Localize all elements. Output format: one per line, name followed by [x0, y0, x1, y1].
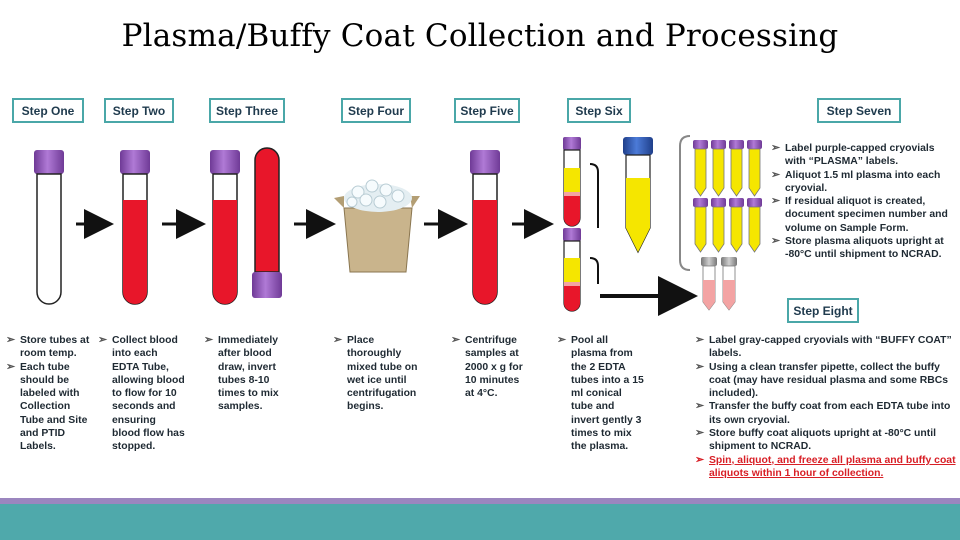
- footer-teal-bar: [0, 504, 960, 540]
- step-six-notes: Pool all plasma from the 2 EDTA tubes in…: [557, 334, 645, 454]
- note-bullet: Aliquot 1.5 ml plasma into each cryovial…: [771, 169, 953, 196]
- note-bullet: Label gray-capped cryovials with “BUFFY …: [695, 334, 957, 361]
- step-eight-notes: Label gray-capped cryovials with “BUFFY …: [695, 334, 957, 480]
- step-four-notes: Place thoroughly mixed tube on wet ice u…: [333, 334, 428, 414]
- step-one-notes: Store tubes at room temp. Each tube shou…: [6, 334, 92, 454]
- note-bullet: Using a clean transfer pipette, collect …: [695, 361, 957, 401]
- conical-tube-icon: [623, 137, 653, 254]
- note-bullet: Store plasma aliquots upright at -80°C u…: [771, 235, 953, 262]
- blood-tube-icon: [120, 150, 150, 305]
- note-bullet: Label purple-capped cryovials with “PLAS…: [771, 142, 953, 169]
- step-eight-label: Step Eight: [787, 298, 859, 323]
- step-five-label: Step Five: [454, 98, 520, 123]
- step-two-label: Step Two: [104, 98, 174, 123]
- step-three-label: Step Three: [209, 98, 285, 123]
- separated-tube-icon: [563, 137, 581, 227]
- step-seven-notes: Label purple-capped cryovials with “PLAS…: [771, 142, 953, 262]
- note-bullet: Store buffy coat aliquots upright at -80…: [695, 427, 957, 454]
- footer-purple-bar: [0, 498, 960, 504]
- note-bullet: Store tubes at room temp.: [6, 334, 92, 361]
- note-bullet: Each tube should be labeled with Collect…: [6, 361, 92, 454]
- inverted-tube-icon: [252, 147, 282, 298]
- note-bullet: Centrifuge samples at 2000 x g for 10 mi…: [451, 334, 529, 400]
- page-title: Plasma/Buffy Coat Collection and Process…: [121, 18, 839, 54]
- plasma-cryovials-icon: [693, 140, 762, 253]
- ice-bucket-icon: [334, 179, 420, 273]
- empty-tube-icon: [34, 150, 64, 305]
- note-bullet: Transfer the buffy coat from each EDTA t…: [695, 400, 957, 427]
- step-two-notes: Collect blood into each EDTA Tube, allow…: [98, 334, 186, 454]
- step-seven-label: Step Seven: [817, 98, 901, 123]
- note-bullet: If residual aliquot is created, document…: [771, 195, 953, 235]
- note-bullet: Immediately after blood draw, invert tub…: [204, 334, 296, 414]
- step-four-label: Step Four: [341, 98, 411, 123]
- centrifuged-tube-icon: [470, 150, 500, 305]
- note-bullet: Place thoroughly mixed tube on wet ice u…: [333, 334, 428, 414]
- step-three-notes: Immediately after blood draw, invert tub…: [204, 334, 296, 414]
- buffy-coat-cryovials-icon: [701, 257, 737, 311]
- note-bullet: Collect blood into each EDTA Tube, allow…: [98, 334, 186, 454]
- upright-tube-icon: [210, 150, 240, 305]
- step-five-notes: Centrifuge samples at 2000 x g for 10 mi…: [451, 334, 529, 400]
- step-six-label: Step Six: [567, 98, 631, 123]
- step-one-label: Step One: [12, 98, 84, 123]
- separated-tube-icon: [563, 228, 581, 312]
- note-bullet: Pool all plasma from the 2 EDTA tubes in…: [557, 334, 645, 454]
- warning-note: Spin, aliquot, and freeze all plasma and…: [695, 454, 957, 481]
